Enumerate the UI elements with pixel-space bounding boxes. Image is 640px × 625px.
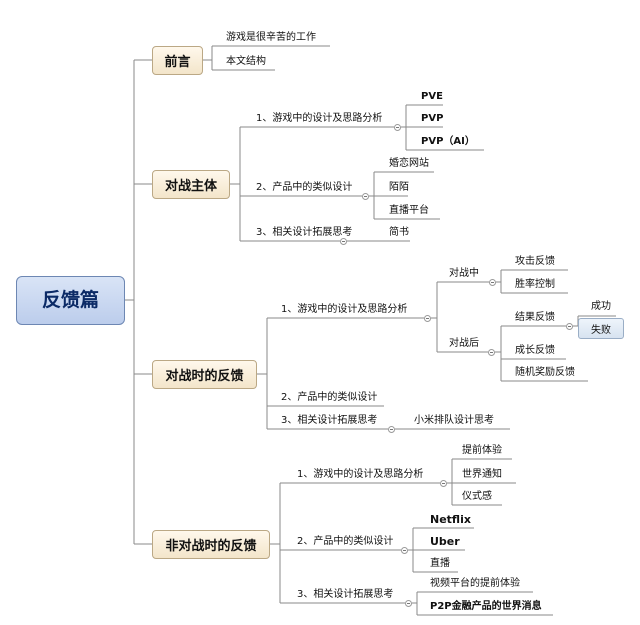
battle-feedback-after[interactable]: 对战后 bbox=[449, 338, 479, 349]
battle-main-b1-leaf-1[interactable]: PVE bbox=[421, 91, 443, 102]
collapse-toggle-icon[interactable] bbox=[489, 279, 496, 286]
battle-feedback-after-leaf-2[interactable]: 随机奖励反馈 bbox=[515, 367, 575, 378]
intro-item-1[interactable]: 游戏是很辛苦的工作 bbox=[226, 32, 316, 43]
non-battle-b2-leaf-1[interactable]: Netflix bbox=[430, 513, 471, 526]
main-topic-battle-main[interactable]: 对战主体 bbox=[152, 170, 230, 199]
battle-feedback-branch-3[interactable]: 3、相关设计拓展思考 bbox=[281, 415, 378, 426]
battle-feedback-branch-2[interactable]: 2、产品中的类似设计 bbox=[281, 392, 378, 403]
connector-intro bbox=[203, 45, 330, 71]
collapse-toggle-icon[interactable] bbox=[488, 349, 495, 356]
non-battle-b2-leaf-3[interactable]: 直播 bbox=[430, 558, 450, 569]
collapse-toggle-icon[interactable] bbox=[362, 193, 369, 200]
connector-battle-main bbox=[230, 126, 394, 242]
connector-battle-feedback bbox=[257, 317, 424, 430]
collapse-toggle-icon[interactable] bbox=[388, 426, 395, 433]
root-topic[interactable]: 反馈篇 bbox=[16, 276, 125, 325]
collapse-toggle-icon[interactable] bbox=[440, 480, 447, 487]
connector-bm-b2 bbox=[369, 171, 440, 220]
battle-feedback-during[interactable]: 对战中 bbox=[449, 268, 479, 279]
non-battle-b1-leaf-3[interactable]: 仪式感 bbox=[462, 491, 492, 502]
battle-feedback-result-fail[interactable]: 失败 bbox=[578, 318, 624, 339]
non-battle-b1-leaf-1[interactable]: 提前体验 bbox=[462, 445, 502, 456]
battle-main-branch-2[interactable]: 2、产品中的类似设计 bbox=[256, 182, 353, 193]
battle-feedback-during-leaf-2[interactable]: 胜率控制 bbox=[515, 279, 555, 290]
battle-feedback-during-leaf-1[interactable]: 攻击反馈 bbox=[515, 256, 555, 267]
non-battle-b3-leaf-2[interactable]: P2P金融产品的世界消息 bbox=[430, 601, 542, 612]
connector-non-battle bbox=[270, 482, 440, 604]
battle-main-b2-leaf-3[interactable]: 直播平台 bbox=[389, 205, 429, 216]
main-topic-intro[interactable]: 前言 bbox=[152, 46, 203, 75]
battle-main-b3-leaf[interactable]: 简书 bbox=[389, 227, 409, 238]
collapse-toggle-icon[interactable] bbox=[401, 547, 408, 554]
battle-feedback-result[interactable]: 结果反馈 bbox=[515, 312, 555, 323]
collapse-toggle-icon[interactable] bbox=[405, 600, 412, 607]
collapse-toggle-icon[interactable] bbox=[394, 124, 401, 131]
non-battle-branch-1[interactable]: 1、游戏中的设计及思路分析 bbox=[297, 469, 424, 480]
connector-bf-b1 bbox=[431, 281, 489, 353]
collapse-toggle-icon[interactable] bbox=[424, 315, 431, 322]
connector-nb-b2 bbox=[408, 527, 474, 573]
battle-feedback-b3-leaf[interactable]: 小米排队设计思考 bbox=[414, 415, 494, 426]
connector-nb-b1 bbox=[447, 458, 516, 506]
collapse-toggle-icon[interactable] bbox=[340, 238, 347, 245]
main-topic-battle-feedback[interactable]: 对战时的反馈 bbox=[152, 360, 257, 389]
intro-item-2[interactable]: 本文结构 bbox=[226, 56, 266, 67]
battle-main-branch-1[interactable]: 1、游戏中的设计及思路分析 bbox=[256, 113, 383, 124]
non-battle-b3-leaf-1[interactable]: 视频平台的提前体验 bbox=[430, 578, 520, 589]
non-battle-b1-leaf-2[interactable]: 世界通知 bbox=[462, 469, 502, 480]
collapse-toggle-icon[interactable] bbox=[566, 323, 573, 330]
non-battle-branch-3[interactable]: 3、相关设计拓展思考 bbox=[297, 589, 394, 600]
connector-bm-b1 bbox=[401, 104, 484, 151]
battle-feedback-result-success[interactable]: 成功 bbox=[591, 301, 611, 312]
non-battle-b2-leaf-2[interactable]: Uber bbox=[430, 535, 460, 548]
battle-main-branch-3[interactable]: 3、相关设计拓展思考 bbox=[256, 227, 353, 238]
battle-feedback-after-leaf-1[interactable]: 成长反馈 bbox=[515, 345, 555, 356]
battle-main-b1-leaf-2[interactable]: PVP bbox=[421, 113, 444, 124]
battle-feedback-branch-1[interactable]: 1、游戏中的设计及思路分析 bbox=[281, 304, 408, 315]
connector-bf-during bbox=[496, 269, 568, 294]
non-battle-branch-2[interactable]: 2、产品中的类似设计 bbox=[297, 536, 394, 547]
main-topic-non-battle[interactable]: 非对战时的反馈 bbox=[152, 530, 270, 559]
connector-bf-after bbox=[495, 325, 588, 382]
battle-main-b1-leaf-3[interactable]: PVP（AI） bbox=[421, 136, 475, 147]
battle-main-b2-leaf-1[interactable]: 婚恋网站 bbox=[389, 158, 429, 169]
connector-nb-b3 bbox=[412, 591, 553, 616]
battle-main-b2-leaf-2[interactable]: 陌陌 bbox=[389, 182, 409, 193]
